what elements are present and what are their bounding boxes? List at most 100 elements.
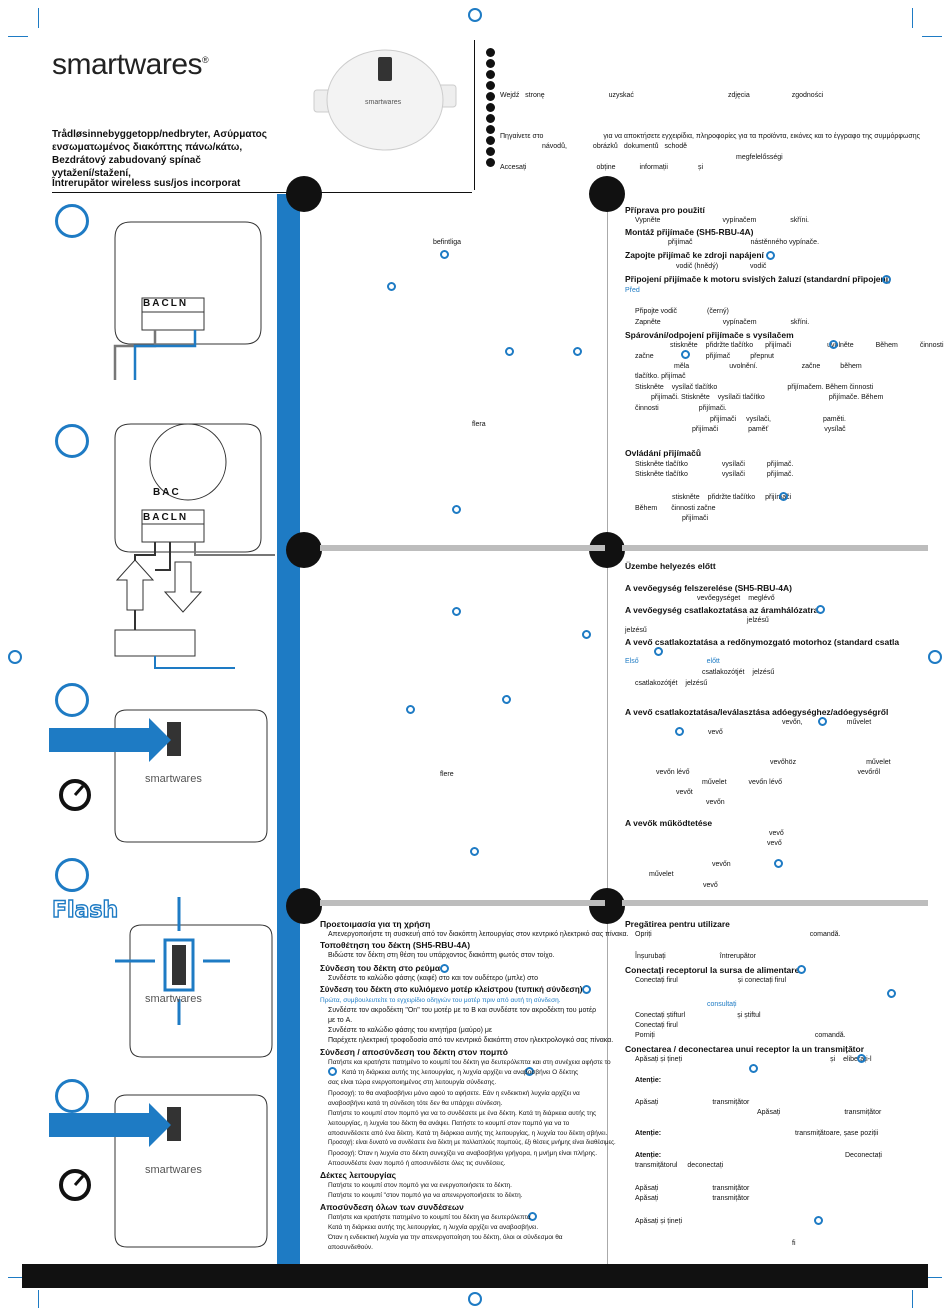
ro-attention: Atenție: [635, 1077, 662, 1084]
step-circle-b [55, 424, 89, 458]
ref-circle-icon [528, 1212, 537, 1221]
flash-illustration [115, 897, 273, 1058]
crop-mark [38, 1290, 39, 1308]
ref-circle-icon [814, 1216, 823, 1225]
cz-heading-pair: Spárování/odpojení přijímače s vysílačem [625, 330, 794, 340]
hu-line: vevő [703, 882, 718, 889]
ref-circle-icon [774, 859, 783, 868]
dot [486, 125, 495, 134]
dot [486, 136, 495, 145]
dot [486, 158, 495, 167]
ro-heading-pair: Conectarea / deconectarea unui receptor … [625, 1044, 865, 1054]
cz-heading-operate: Ovládání přijímačů [625, 448, 702, 458]
gr-line: Προσοχή: Όταν η λυχνία στο δέκτη συνεχίζ… [328, 1150, 597, 1157]
ro-line: Conectați firul [635, 1022, 678, 1029]
blue-side-bar [277, 194, 300, 1264]
cz-heading-mount: Montáž přijímače (SH5-RBU-4A) [625, 227, 754, 237]
gr-line: Πατήστε και κρατήστε πατημένο το κουμπί … [328, 1214, 531, 1221]
device-brand-label: smartwares [145, 1164, 202, 1176]
step-circle-e [55, 1079, 89, 1113]
hu-line: vevő [708, 729, 723, 736]
cz-heading-power: Zapojte přijímač ke zdroji napájení [625, 250, 764, 260]
product-subtitle: Întrerupător wireless sus/jos incorporat [52, 178, 241, 189]
gr-heading-pair: Σύνδεση / αποσύνδεση του δέκτη στον πομπ… [320, 1047, 508, 1057]
gr-line-blue: Πρώτα, συμβουλευτείτε το εγχειρίδιο οδηγ… [320, 997, 561, 1004]
cz-before: Před [625, 287, 640, 294]
dot [486, 81, 495, 90]
registration-mark-icon [468, 1292, 482, 1306]
ro-consult: consultați [707, 1001, 737, 1008]
ref-circle-icon [406, 705, 415, 714]
ref-circle-icon [440, 964, 449, 973]
dot [486, 70, 495, 79]
ref-circle-icon [882, 275, 891, 284]
section-marker [589, 176, 625, 212]
crop-mark [922, 1277, 942, 1278]
ref-circle-icon [766, 251, 775, 260]
section-marker [286, 888, 322, 924]
section-rule [622, 900, 928, 906]
cz-heading-prep: Příprava pro použití [625, 205, 705, 215]
gr-line: αναβοσβήνει κατά τη σύνδεση τότε δεν θα … [328, 1100, 503, 1107]
ref-circle-icon [452, 607, 461, 616]
dot [486, 147, 495, 156]
hu-heading-power: A vevőegység csatlakoztatása az áramháló… [625, 605, 819, 615]
gr-line: Προσοχή: το θα αναβοσβήνει μόνο αφού το … [328, 1090, 580, 1097]
gr-line: Συνδέστε το καλώδιο φάσης (καφέ) στο και… [328, 975, 538, 982]
step-circle-a [55, 204, 89, 238]
gr-line: αποσυνδεθούν. [328, 1244, 373, 1251]
dot [486, 48, 495, 57]
column-divider [607, 194, 608, 1264]
gr-line: Πατήστε και κρατήστε πατημένο το κουμπί … [328, 1059, 611, 1066]
wiring-diagram-1 [113, 221, 262, 380]
language-dots [486, 48, 495, 169]
section-rule [320, 545, 605, 551]
gr-heading-unlink: Αποσύνδεση όλων των συνδέσεων [320, 1202, 464, 1212]
ref-circle-icon [797, 965, 806, 974]
gr-heading-prep: Προετοιμασία για τη χρήση [320, 919, 431, 929]
ref-circle-icon [681, 350, 690, 359]
device-brand-label: smartwares [145, 773, 202, 785]
ref-circle-icon [470, 847, 479, 856]
gr-line: λειτουργίας, η λυχνία του δέκτη θα ανάψε… [328, 1120, 570, 1127]
cz-line: přijímači [682, 515, 709, 522]
ref-circle-icon [328, 1067, 337, 1076]
flash-label: Flash [51, 897, 119, 923]
hu-line: művelet [649, 871, 674, 878]
terminal-labels-2: BACLN [143, 512, 189, 523]
hu-line: vevőt [676, 789, 693, 796]
ref-circle-icon [654, 647, 663, 656]
hu-line: vevő [767, 840, 782, 847]
gr-heading-motor: Σύνδεση του δέκτη στο κυλιόμενο μοτέρ κλ… [320, 985, 583, 994]
hu-heading-pair: A vevő csatlakoztatása/leválasztása adóe… [625, 707, 889, 717]
ro-line: Apăsați și țineți [635, 1218, 683, 1225]
gr-heading-mount: Τοποθέτηση του δέκτη (SH5-RBU-4A) [320, 940, 471, 950]
dot [486, 92, 495, 101]
hu-heading-motor: A vevő csatlakoztatása a redőnymozgató m… [625, 637, 900, 647]
ro-heading-prep: Pregătirea pentru utilizare [625, 919, 730, 929]
section-rule [320, 900, 605, 906]
ref-circle-icon [582, 630, 591, 639]
reset-illustration [49, 1094, 268, 1248]
gr-line: Κατά τη διάρκεια αυτής της λειτουργίας, … [342, 1069, 579, 1076]
cz-heading-motor: Připojení přijímače k motoru svislých ža… [625, 274, 891, 284]
